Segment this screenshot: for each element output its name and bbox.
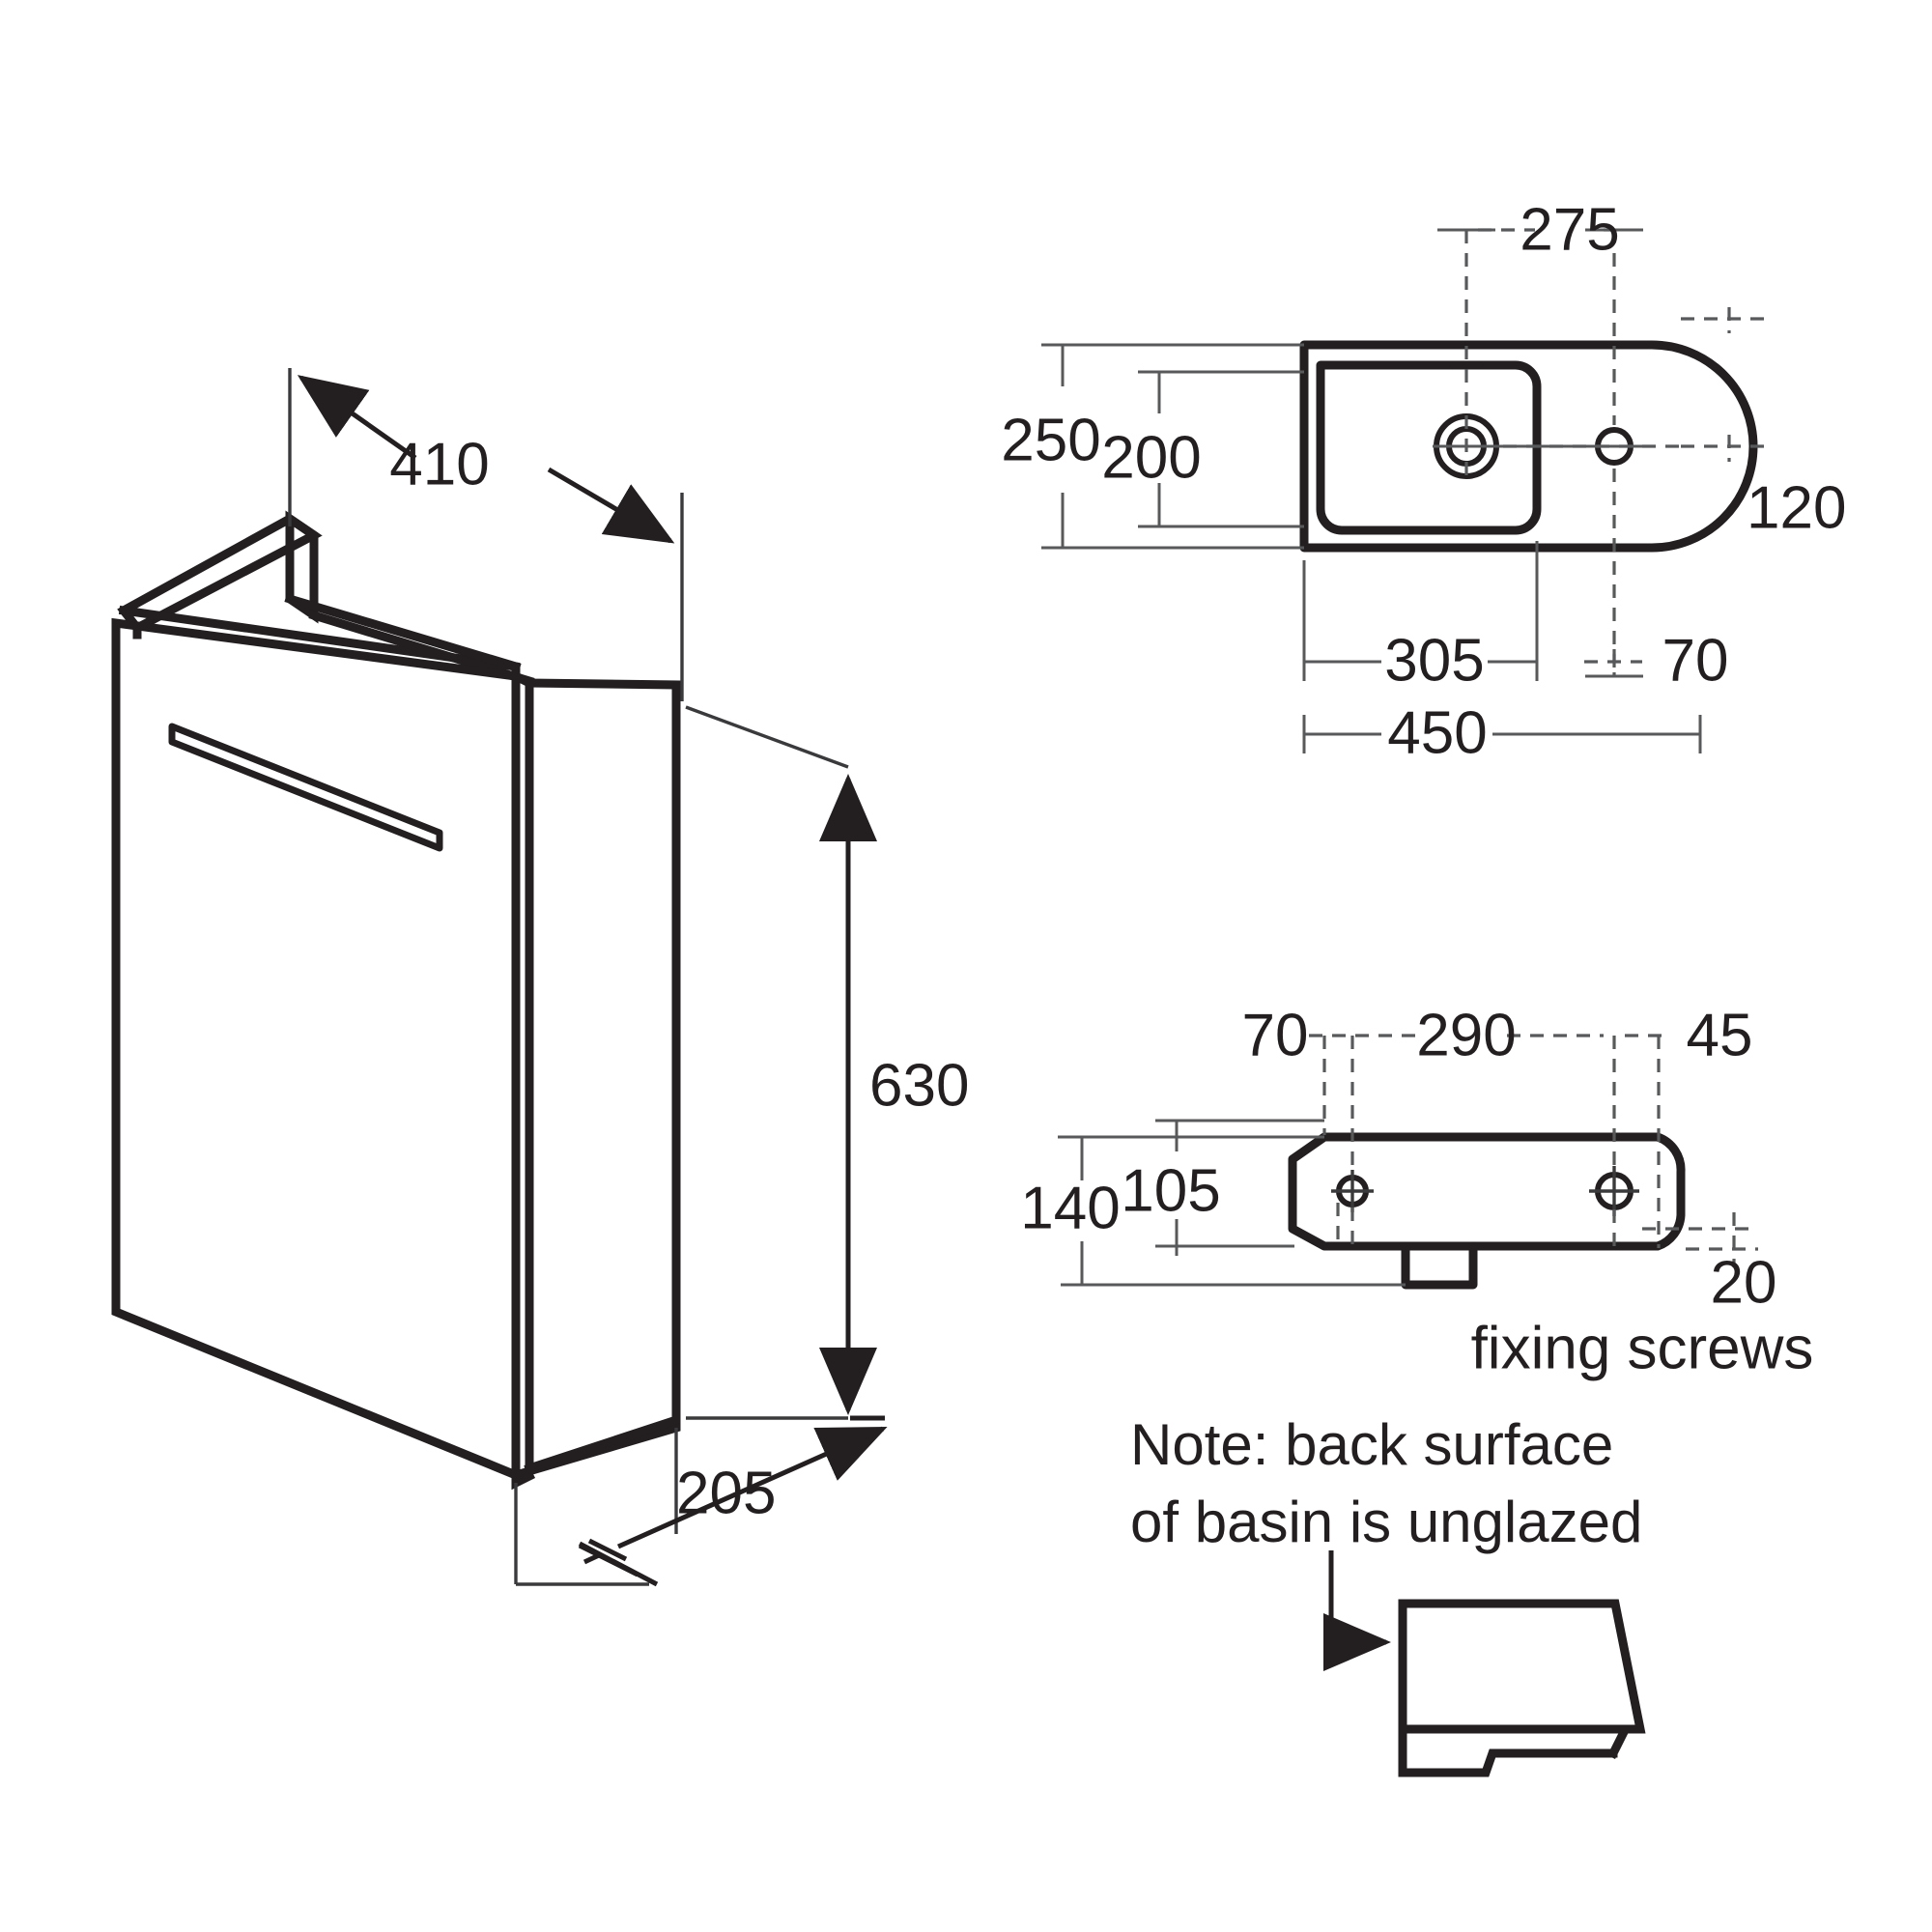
- basin-elevation-group: 70 290 45 140 105 20 fixing: [1020, 1002, 1813, 1381]
- note-line-2: of basin is unglazed: [1130, 1490, 1642, 1554]
- note-line-1: Note: back surface: [1130, 1412, 1613, 1477]
- dim-70-label: 70: [1662, 627, 1729, 694]
- fixing-screws-caption: fixing screws: [1471, 1315, 1814, 1381]
- cabinet-door-face: [111, 617, 521, 1482]
- dim-630-label: 630: [869, 1052, 969, 1119]
- basin-plan-outline: [1299, 340, 1758, 553]
- dim-250-label: 250: [1001, 407, 1100, 473]
- basin-bowl-outline: [1316, 360, 1542, 535]
- dim-20-label: 20: [1711, 1249, 1777, 1316]
- dim-120-label: 120: [1747, 474, 1846, 541]
- cabinet-handle: [168, 723, 443, 852]
- dim-450-label: 450: [1387, 699, 1487, 766]
- dim-305-label: 305: [1384, 627, 1484, 694]
- dim-200-label: 200: [1101, 424, 1201, 491]
- cabinet-door-bottom-edge: [511, 1469, 536, 1491]
- note-basin-base: [1398, 1724, 1618, 1777]
- dim-275-label: 275: [1520, 196, 1619, 263]
- dim-410-arrow-right: [547, 467, 675, 544]
- dim-630-ext-top: [685, 705, 849, 769]
- dim-e45-label: 45: [1687, 1002, 1753, 1068]
- dim-105-label: 105: [1121, 1157, 1220, 1224]
- note-basin-body: [1398, 1599, 1646, 1734]
- dim-205-arrow-right: [616, 1426, 888, 1549]
- note-basin-base-tail: [1606, 1727, 1630, 1760]
- dim-e70-label: 70: [1242, 1002, 1309, 1068]
- note-group: Note: back surface of basin is unglazed: [1130, 1412, 1646, 1777]
- basin-plan-view-group: 275 250 200 120: [1001, 196, 1846, 766]
- dim-e290-label: 290: [1416, 1002, 1516, 1068]
- dim-205-slash-2: [587, 1538, 628, 1562]
- dim-410-label: 410: [389, 431, 489, 497]
- cabinet-top-diagonal: [284, 593, 522, 672]
- dim-205-leader: [578, 1541, 659, 1587]
- dim-205-label: 205: [676, 1460, 776, 1526]
- dim-140-label: 140: [1020, 1175, 1120, 1241]
- cabinet-side-panel: [509, 669, 681, 1481]
- basin-waste-outlet: [1401, 1241, 1478, 1290]
- isometric-cabinet-group: 410 630 205: [111, 368, 969, 1587]
- dim-410-arrow-left: [297, 375, 417, 461]
- cabinet-side-back-edge: [524, 680, 681, 1474]
